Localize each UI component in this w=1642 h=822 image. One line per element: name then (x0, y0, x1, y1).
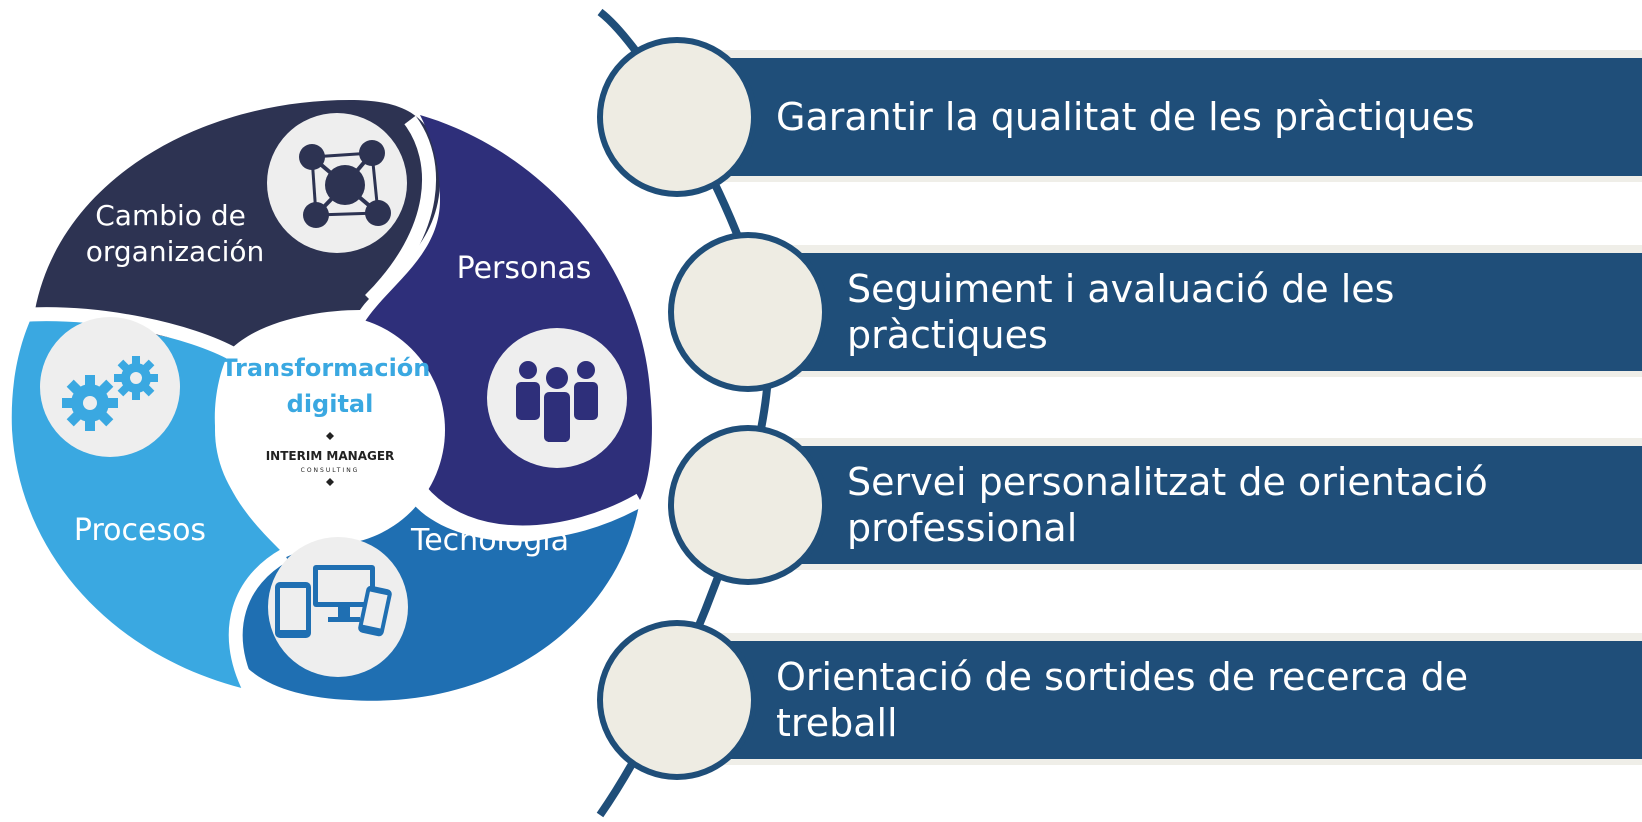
diamond-icon (326, 432, 334, 440)
devices-icon (268, 537, 408, 677)
segment-label-personas: Personas (457, 251, 592, 286)
network-icon (267, 113, 407, 253)
timeline-bar-4 (660, 641, 1642, 759)
segment-label-procesos: Procesos (74, 513, 206, 548)
timeline-circle-2 (668, 232, 828, 392)
timeline-circle-1 (597, 37, 757, 197)
segment-label-tecnologia: Tecnología (410, 523, 569, 558)
gears-icon (40, 317, 180, 457)
segment-label-cambio: Cambio de organización (86, 199, 265, 268)
diamond-icon (326, 478, 334, 486)
digital-transformation-wheel: Cambio de organización Personas Tecnolog… (11, 100, 652, 701)
timeline-circle-3 (668, 425, 828, 585)
timeline-bar-2 (730, 253, 1642, 371)
timeline-circle-4 (597, 620, 757, 780)
center-brand-sub: CONSULTING (301, 467, 360, 474)
timeline-bar-3 (730, 446, 1642, 564)
center-brand: INTERIM MANAGER (266, 449, 395, 463)
wheel-center (215, 315, 445, 545)
timeline-item-1: Garantir la qualitat de les pràctiques (776, 95, 1475, 139)
timeline-bar-1 (660, 58, 1642, 176)
people-icon (487, 328, 627, 468)
center-title: Transformación digital (221, 354, 439, 418)
